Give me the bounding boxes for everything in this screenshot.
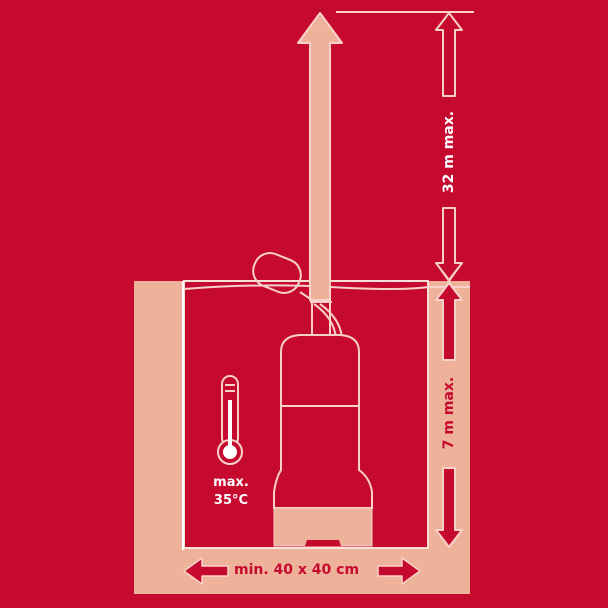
up-arrow-icon: [297, 12, 343, 301]
shaft-size-label: min. 40 x 40 cm: [234, 562, 360, 578]
immersion-depth-arrow-icon: [435, 282, 463, 548]
delivery-height-label: 32 m max.: [441, 110, 457, 194]
double-arrow-icon: [183, 557, 421, 585]
pump-icon: [273, 300, 373, 547]
temperature-value-label: 35°C: [213, 493, 249, 508]
thermometer-icon: [217, 375, 243, 465]
temperature-max-label: max.: [213, 475, 249, 490]
delivery-height-arrow-icon: [435, 12, 463, 281]
immersion-depth-label: 7 m max.: [441, 376, 457, 450]
